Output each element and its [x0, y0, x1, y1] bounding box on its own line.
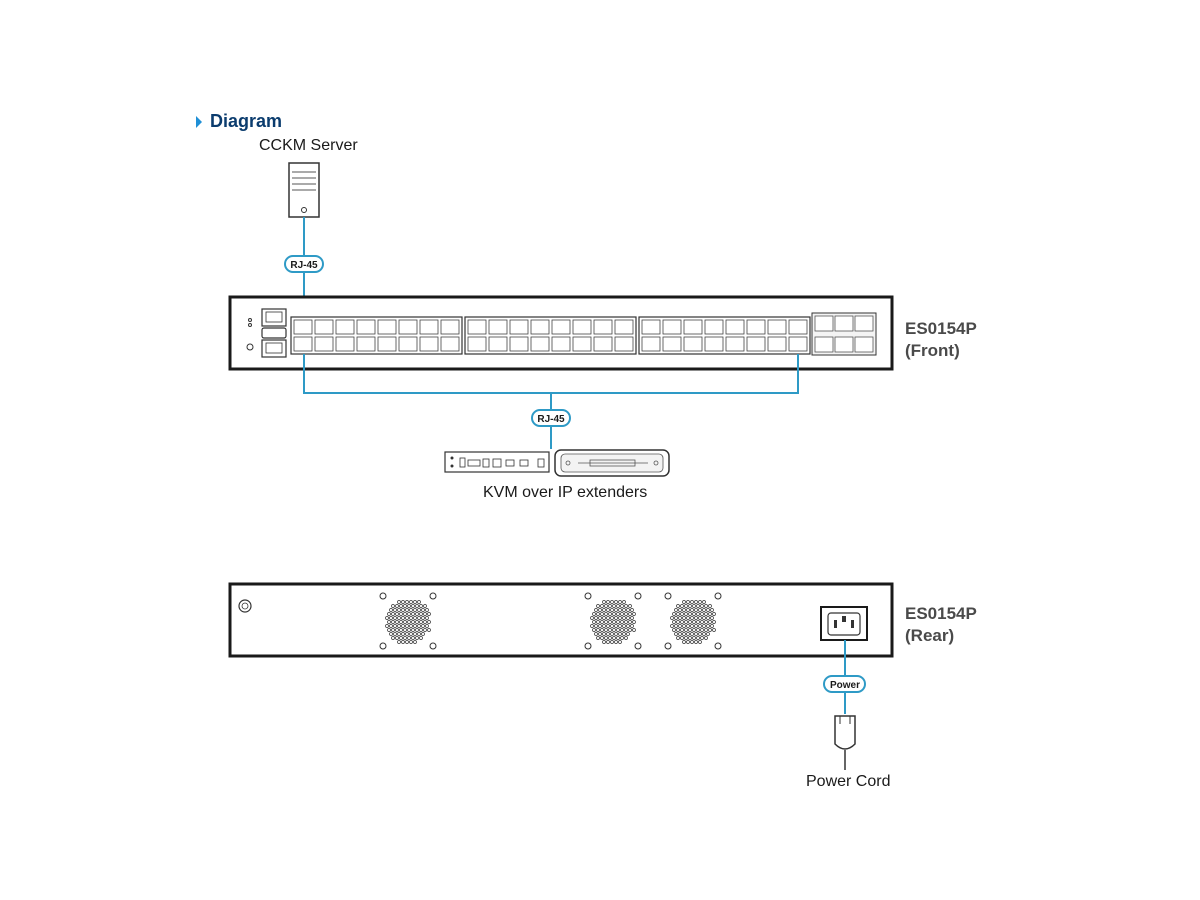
rj45-port [335, 336, 355, 352]
rj45-port [509, 336, 529, 352]
sfp-port-block [811, 312, 877, 356]
server-tower-icon [288, 162, 320, 218]
rj45-port-groups [290, 316, 811, 355]
fan-grille-icon [584, 592, 642, 650]
rj45-badge-mid: RJ-45 [531, 409, 571, 427]
extenders-label: KVM over IP extenders [483, 484, 648, 501]
rj45-port [641, 319, 661, 335]
rj45-port [467, 319, 487, 335]
rj45-port [440, 336, 460, 352]
rj45-port [335, 319, 355, 335]
rj45-port [488, 336, 508, 352]
rj45-badge-top-text: RJ-45 [290, 260, 318, 271]
rj45-port [683, 319, 703, 335]
rj45-port [377, 319, 397, 335]
rj45-port [662, 336, 682, 352]
rj45-port [293, 336, 313, 352]
switch-rear [228, 582, 894, 658]
rj45-badge-top: RJ-45 [284, 255, 324, 273]
rj45-port [767, 319, 787, 335]
ac-inlet-icon [820, 606, 868, 641]
rear-device-name: ES0154P (Rear) [905, 603, 977, 647]
rj45-port [746, 336, 766, 352]
rj45-port [419, 336, 439, 352]
rj45-port [725, 319, 745, 335]
rj45-port [398, 319, 418, 335]
rj45-port [398, 336, 418, 352]
front-device-name-line1: ES0154P [905, 319, 977, 338]
front-device-name: ES0154P (Front) [905, 318, 977, 362]
rj45-port [419, 319, 439, 335]
rj45-port [683, 336, 703, 352]
rj45-port [314, 319, 334, 335]
rj45-port [641, 336, 661, 352]
rj45-port [551, 319, 571, 335]
rj45-port [530, 336, 550, 352]
rj45-port [725, 336, 745, 352]
rj45-port [788, 319, 808, 335]
power-badge: Power [823, 675, 866, 693]
switch-front [228, 295, 894, 371]
rj45-port [746, 319, 766, 335]
rj45-port [704, 319, 724, 335]
rj45-port [593, 336, 613, 352]
rear-device-name-line2: (Rear) [905, 626, 955, 645]
server-label: CCKM Server [259, 137, 358, 154]
rj45-port [551, 336, 571, 352]
rear-device-name-line1: ES0154P [905, 604, 977, 623]
fan-grille-icon [379, 592, 437, 650]
rj45-port [614, 319, 634, 335]
ground-screw-icon [238, 599, 252, 613]
section-title-label: Diagram [210, 111, 283, 131]
rj45-badge-mid-text: RJ-45 [537, 414, 565, 425]
rj45-port [356, 336, 376, 352]
power-plug-icon [834, 715, 856, 770]
rj45-port [614, 336, 634, 352]
section-title: Diagram [196, 111, 282, 132]
fan-grille-icon [664, 592, 722, 650]
front-device-name-line2: (Front) [905, 341, 960, 360]
kvm-extender-unit-2 [554, 449, 670, 477]
title-arrow-icon [196, 115, 202, 128]
rj45-port [509, 319, 529, 335]
rj45-port [467, 336, 487, 352]
port-group-1 [290, 316, 463, 355]
rj45-port [662, 319, 682, 335]
rj45-port [530, 319, 550, 335]
rj45-port [356, 319, 376, 335]
rj45-port [293, 319, 313, 335]
rj45-port [767, 336, 787, 352]
port-group-3 [638, 316, 811, 355]
rj45-port [572, 319, 592, 335]
port-group-2 [464, 316, 637, 355]
rj45-port [314, 336, 334, 352]
kvm-extender-unit-1 [444, 451, 550, 473]
rj45-port [572, 336, 592, 352]
power-cord-label: Power Cord [806, 773, 891, 790]
rj45-port [488, 319, 508, 335]
rj45-port [788, 336, 808, 352]
rj45-port [377, 336, 397, 352]
rj45-port [440, 319, 460, 335]
power-badge-text: Power [830, 680, 860, 691]
fan-grilles [379, 592, 722, 650]
rj45-port [704, 336, 724, 352]
rj45-port [593, 319, 613, 335]
